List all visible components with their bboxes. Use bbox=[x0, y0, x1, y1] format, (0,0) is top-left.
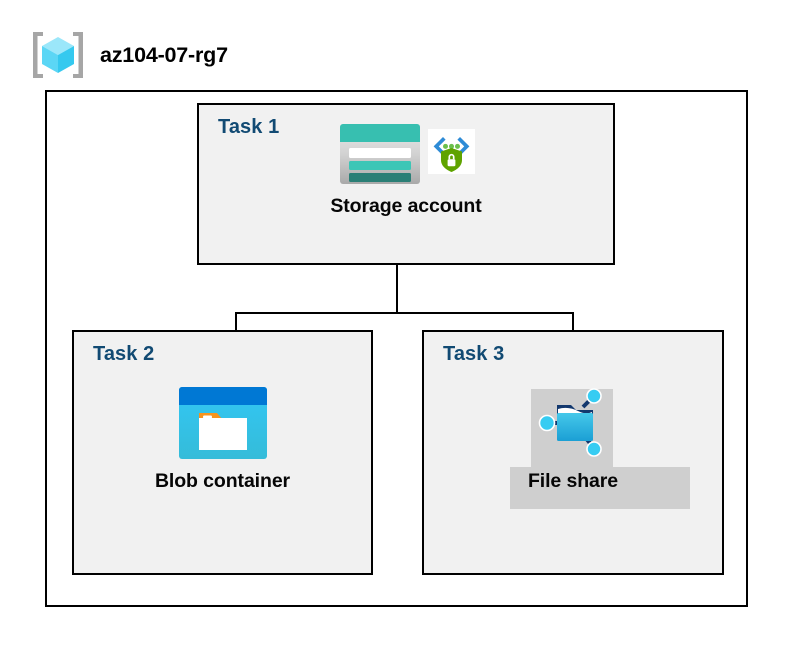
node-storage-account[interactable]: Storage account bbox=[197, 122, 615, 218]
secure-endpoint-icon bbox=[427, 122, 475, 174]
blob-container-caption: Blob container bbox=[154, 470, 291, 492]
blob-container-icon bbox=[177, 385, 269, 461]
task-label-3: Task 3 bbox=[443, 343, 505, 365]
branch-horizontal-bar bbox=[235, 312, 574, 314]
storage-account-icon bbox=[338, 122, 422, 186]
file-share-caption: File share bbox=[527, 470, 619, 492]
task-label-1: Task 1 bbox=[218, 116, 280, 138]
node-blob-container[interactable]: Blob container bbox=[72, 385, 373, 493]
file-share-icon bbox=[535, 385, 611, 461]
storage-account-icon-group bbox=[338, 122, 475, 186]
resource-group-icon bbox=[30, 29, 86, 81]
file-share-label-highlight bbox=[510, 467, 690, 509]
node-file-share[interactable]: File share bbox=[422, 385, 724, 493]
resource-group-title: az104-07-rg7 bbox=[100, 42, 228, 67]
blob-container-icon-group bbox=[177, 385, 269, 461]
task-label-2: Task 2 bbox=[93, 343, 155, 365]
file-share-icon-group bbox=[535, 385, 611, 461]
task-box-2[interactable]: Task 2 bbox=[72, 330, 373, 575]
resource-group-header: az104-07-rg7 bbox=[30, 26, 430, 84]
storage-account-caption: Storage account bbox=[330, 195, 482, 217]
storage-to-branch-stem bbox=[396, 224, 398, 314]
